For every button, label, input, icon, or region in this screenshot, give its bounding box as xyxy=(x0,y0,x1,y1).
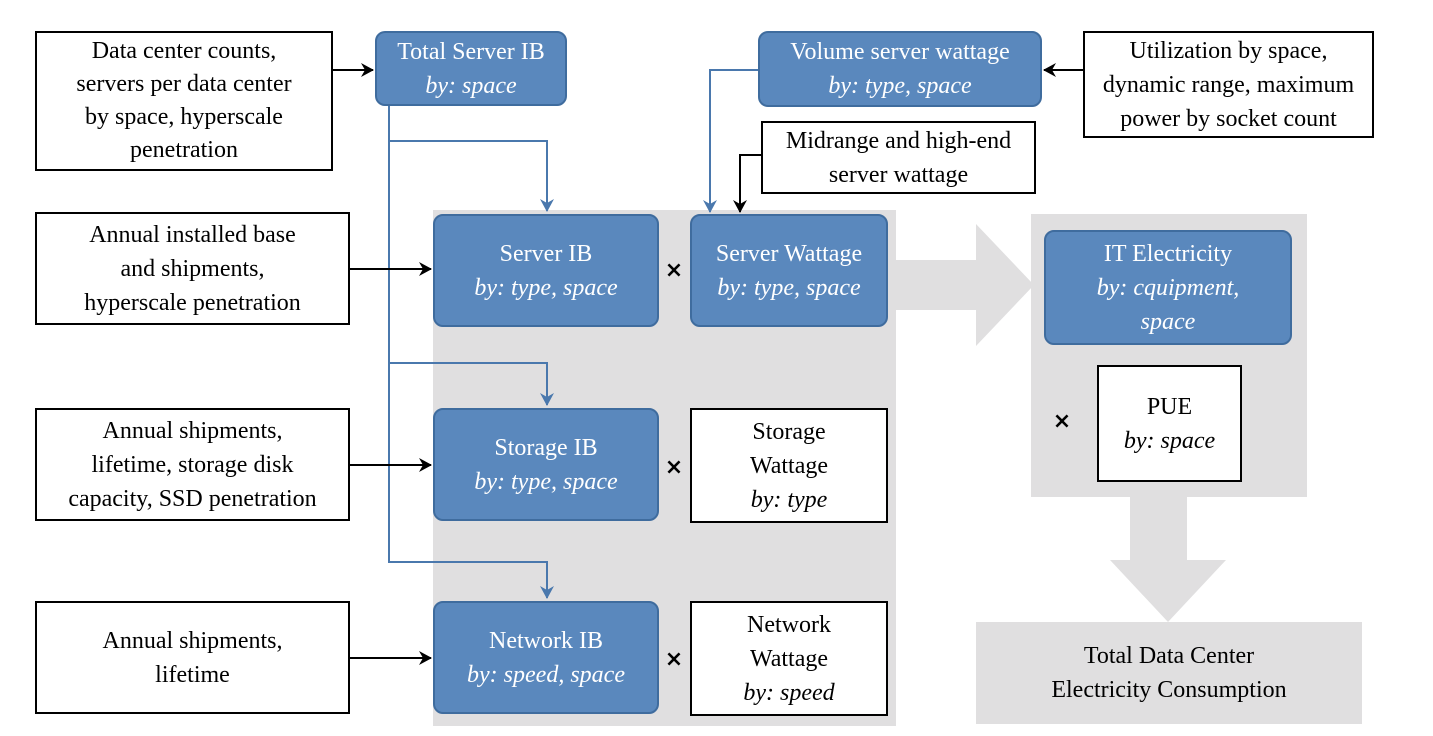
node-it-electricity-sub1: by: cquipment, xyxy=(1096,274,1240,301)
node-server-ib-sub: by: type, space xyxy=(474,274,618,301)
node-it-electricity-sub2: space xyxy=(1140,308,1196,335)
input-annual-ib: Annual installed base and shipments, hyp… xyxy=(35,212,350,325)
total-ib-to-storage xyxy=(389,362,554,406)
input-annual-ib-line3: hyperscale penetration xyxy=(84,289,301,316)
total-ib-trunk xyxy=(388,106,554,599)
input-annual-storage-line3: capacity, SSD penetration xyxy=(68,485,317,512)
node-network-ib: Network IB by: speed, space xyxy=(433,601,659,714)
node-storage-wattage-sub: by: type xyxy=(750,486,828,513)
input-dc-counts-line4: penetration xyxy=(130,137,238,163)
node-pue-title: PUE xyxy=(1146,393,1193,420)
input-dc-counts-line2: servers per data center xyxy=(76,71,292,97)
input-utilization-line2: dynamic range, maximum xyxy=(1102,71,1355,98)
node-total-server-ib-sub: by: space xyxy=(425,72,517,99)
input-annual-ib-line1: Annual installed base xyxy=(89,221,296,248)
node-network-wattage: Network Wattage by: speed xyxy=(690,601,888,716)
node-total-server-ib-title: Total Server IB xyxy=(397,38,545,65)
input-dc-counts-line3: by space, hyperscale xyxy=(85,104,283,130)
node-server-wattage-title: Server Wattage xyxy=(715,240,863,267)
input-dc-counts-line1: Data center counts, xyxy=(91,38,277,64)
total-dc-box: Total Data Center Electricity Consumptio… xyxy=(976,622,1362,724)
multiply-network: × xyxy=(664,647,684,672)
input-midrange-line1: Midrange and high-end xyxy=(785,127,1012,154)
input-annual-storage-line1: Annual shipments, xyxy=(102,417,283,444)
node-network-wattage-title1: Network xyxy=(747,611,831,638)
node-network-ib-title: Network IB xyxy=(489,627,603,654)
input-midrange-line2: server wattage xyxy=(828,161,969,188)
node-network-wattage-title2: Wattage xyxy=(749,645,829,672)
midrange-arrow xyxy=(733,154,761,213)
input-utilization: Utilization by space, dynamic range, max… xyxy=(1083,31,1374,138)
node-pue: PUE by: space xyxy=(1097,365,1242,482)
input-annual-storage: Annual shipments, lifetime, storage disk… xyxy=(35,408,350,521)
node-storage-wattage-title2: Wattage xyxy=(749,452,829,479)
total-dc-line2: Electricity Consumption xyxy=(1051,677,1287,703)
node-server-ib-title: Server IB xyxy=(499,240,593,267)
server-to-it-arrow xyxy=(896,224,1034,346)
node-it-electricity: IT Electricity by: cquipment, space xyxy=(1044,230,1292,345)
input-annual-network-line1: Annual shipments, xyxy=(102,627,283,654)
node-storage-ib-sub: by: type, space xyxy=(474,468,618,495)
input-annual-ib-line2: and shipments, xyxy=(120,255,265,282)
node-server-wattage-sub: by: type, space xyxy=(717,274,861,301)
input-utilization-line3: power by socket count xyxy=(1120,105,1337,132)
volume-to-server-wattage xyxy=(703,69,758,213)
node-volume-server-wattage: Volume server wattage by: type, space xyxy=(758,31,1042,107)
node-total-server-ib: Total Server IB by: space xyxy=(375,31,567,106)
multiply-server: × xyxy=(664,258,684,283)
input-annual-network: Annual shipments, lifetime xyxy=(35,601,350,714)
node-pue-sub: by: space xyxy=(1123,427,1216,454)
node-server-ib: Server IB by: type, space xyxy=(433,214,659,327)
input-midrange: Midrange and high-end server wattage xyxy=(761,121,1036,194)
multiply-pue: × xyxy=(1052,409,1072,434)
input-annual-network-line2: lifetime xyxy=(155,661,230,688)
total-ib-to-server xyxy=(389,140,554,212)
node-volume-server-wattage-title: Volume server wattage xyxy=(790,39,1010,65)
input-utilization-line1: Utilization by space, xyxy=(1129,37,1328,64)
node-storage-wattage-title1: Storage xyxy=(752,418,826,445)
node-volume-server-wattage-sub: by: type, space xyxy=(828,73,972,99)
node-storage-ib: Storage IB by: type, space xyxy=(433,408,659,521)
node-network-ib-sub: by: speed, space xyxy=(467,661,625,688)
multiply-storage: × xyxy=(664,455,684,480)
node-it-electricity-title: IT Electricity xyxy=(1103,240,1233,267)
input-annual-storage-line2: lifetime, storage disk xyxy=(91,451,294,478)
input-dc-counts: Data center counts, servers per data cen… xyxy=(35,31,333,171)
it-to-total-arrow xyxy=(1110,497,1226,622)
node-server-wattage: Server Wattage by: type, space xyxy=(690,214,888,327)
total-dc-line1: Total Data Center xyxy=(1083,643,1255,669)
node-network-wattage-sub: by: speed xyxy=(743,679,835,706)
node-storage-wattage: Storage Wattage by: type xyxy=(690,408,888,523)
node-storage-ib-title: Storage IB xyxy=(494,434,598,461)
